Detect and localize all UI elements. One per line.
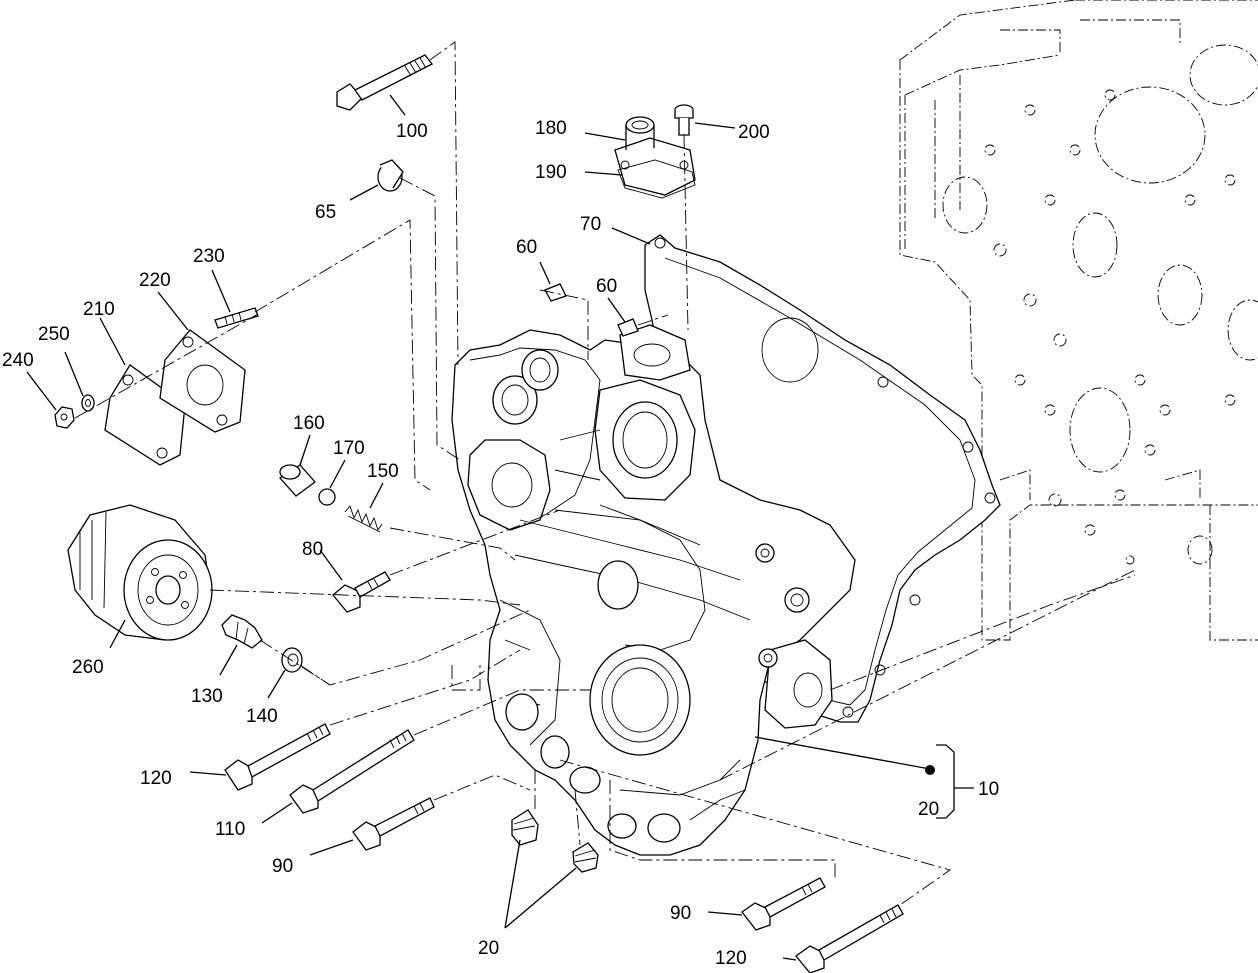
fitting-130: [221, 614, 263, 649]
callout-200: 200: [738, 122, 770, 143]
bolt-120-right: [795, 904, 904, 973]
callout-220: 220: [139, 270, 171, 291]
gasket-bolt-hole: [654, 237, 666, 249]
callout-250: 250: [38, 324, 70, 345]
callout-60-lower: 60: [596, 276, 617, 297]
gasket-bolt-hole: [962, 441, 974, 453]
callout-130: 130: [191, 686, 223, 707]
gear-case: [451, 324, 856, 856]
callout-150: 150: [367, 461, 399, 482]
callout-120-right: 120: [715, 948, 747, 969]
callout-230: 230: [193, 246, 225, 267]
callout-60-upper: 60: [516, 237, 537, 258]
callout-20-assembly: 20: [918, 799, 939, 820]
gasket-inner-edge: [664, 257, 976, 706]
thermostat-seat: [619, 324, 691, 381]
gasket-bolt-hole: [909, 594, 921, 606]
washer-140: [281, 647, 303, 673]
callout-labels: 100 65 180 190 200 70 60 60 230 220 210 …: [2, 118, 999, 969]
assembly-centerlines: [74, 41, 1136, 906]
callout-90-left: 90: [272, 856, 293, 877]
callout-120-left: 120: [140, 768, 172, 789]
gasket-bolt-hole: [877, 376, 889, 388]
gasket-bolt-hole: [984, 492, 996, 504]
callout-240: 240: [2, 350, 34, 371]
dowel-pin: [544, 283, 567, 302]
bolt-110: [289, 729, 415, 814]
plug-20a: [511, 809, 539, 846]
callout-210: 210: [83, 299, 115, 320]
gasket-opening: [761, 317, 819, 383]
plug-20b: [572, 842, 599, 873]
callout-160: 160: [293, 413, 325, 434]
plug-65: [377, 159, 404, 192]
bolt-90-left: [352, 797, 435, 851]
leader-dot: [925, 765, 935, 775]
thermostat-gasket: [617, 159, 696, 199]
oil-filter-260: [67, 504, 213, 641]
bolt-120-left: [224, 723, 331, 791]
callout-100: 100: [396, 121, 428, 142]
bolt-80: [332, 571, 391, 613]
callout-90-right: 90: [670, 903, 691, 924]
assembly-bracket: [936, 744, 974, 819]
callout-110: 110: [215, 819, 245, 840]
callout-190: 190: [535, 162, 567, 183]
mount-boss: [784, 587, 810, 613]
callout-65: 65: [315, 202, 336, 223]
nut-240: [54, 406, 75, 429]
callout-180: 180: [535, 118, 567, 139]
crankshaft-seal-bore: [589, 644, 691, 756]
gasket-220: [159, 329, 246, 433]
callout-70: 70: [580, 214, 601, 235]
dowel-pin: [617, 318, 639, 337]
stud-230: [214, 307, 259, 329]
gasket-bolt-hole: [842, 706, 854, 718]
callout-170: 170: [333, 438, 365, 459]
bolt-200: [674, 104, 694, 136]
upper-boss: [521, 349, 559, 391]
spring-150: [344, 505, 383, 533]
engine-block-phantom: [899, 0, 1258, 641]
callout-260: 260: [72, 657, 104, 678]
callout-10: 10: [978, 779, 999, 800]
callout-140: 140: [246, 706, 278, 727]
callout-20-bottom: 20: [478, 938, 499, 959]
leader-lines: [26, 94, 931, 961]
bolt-100: [336, 54, 433, 111]
bolt-90-right: [741, 877, 826, 931]
gasket-bolt-hole: [874, 664, 886, 676]
sleeve-160: [279, 464, 316, 497]
lower-boss: [597, 560, 639, 610]
upper-bore: [492, 375, 538, 425]
relief-valve-boss: [467, 439, 551, 531]
washer-250: [81, 394, 95, 412]
ball-170: [318, 488, 336, 506]
callout-80: 80: [302, 539, 323, 560]
water-outlet: [764, 639, 833, 729]
